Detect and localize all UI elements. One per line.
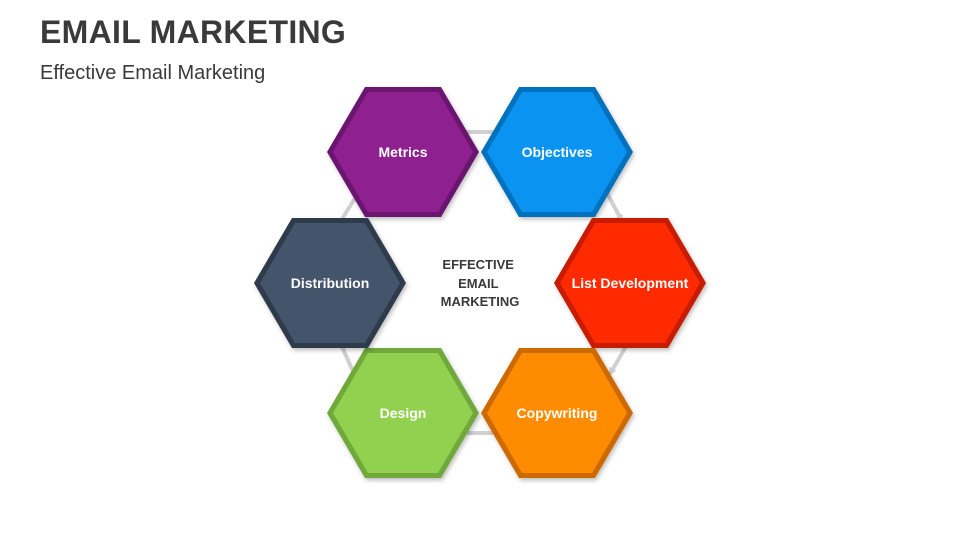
hexagon-label-copywriting: Copywriting	[517, 405, 598, 421]
hexagon-face	[487, 92, 627, 212]
hexagon-metrics: Metrics	[327, 87, 479, 217]
hexagon-face	[487, 353, 627, 473]
hexagon-label-design: Design	[380, 405, 427, 421]
hexagon-list-development: List Development	[554, 218, 706, 348]
hexagon-face	[260, 223, 400, 343]
page-subtitle: Effective Email Marketing	[40, 62, 266, 84]
hexagon-face	[333, 92, 473, 212]
hexagon-copywriting: Copywriting	[481, 348, 633, 478]
hexagon-label-list-development: List Development	[572, 275, 689, 291]
hexagon-label-objectives: Objectives	[522, 144, 593, 160]
hexagon-label-distribution: Distribution	[291, 275, 370, 291]
hexagon-face	[560, 223, 700, 343]
center-label-line: MARKETING	[441, 294, 520, 309]
hexagon-distribution: Distribution	[254, 218, 406, 348]
hexagon-objectives: Objectives	[481, 87, 633, 217]
hexagon-face	[333, 353, 473, 473]
center-label: EFFECTIVE EMAIL MARKETING	[441, 257, 520, 309]
hexagon-label-metrics: Metrics	[378, 144, 427, 160]
page-title: EMAIL MARKETING	[40, 14, 347, 50]
center-label-line: EFFECTIVE	[442, 257, 514, 272]
hexagon-design: Design	[327, 348, 479, 478]
center-label-line: EMAIL	[458, 276, 499, 291]
